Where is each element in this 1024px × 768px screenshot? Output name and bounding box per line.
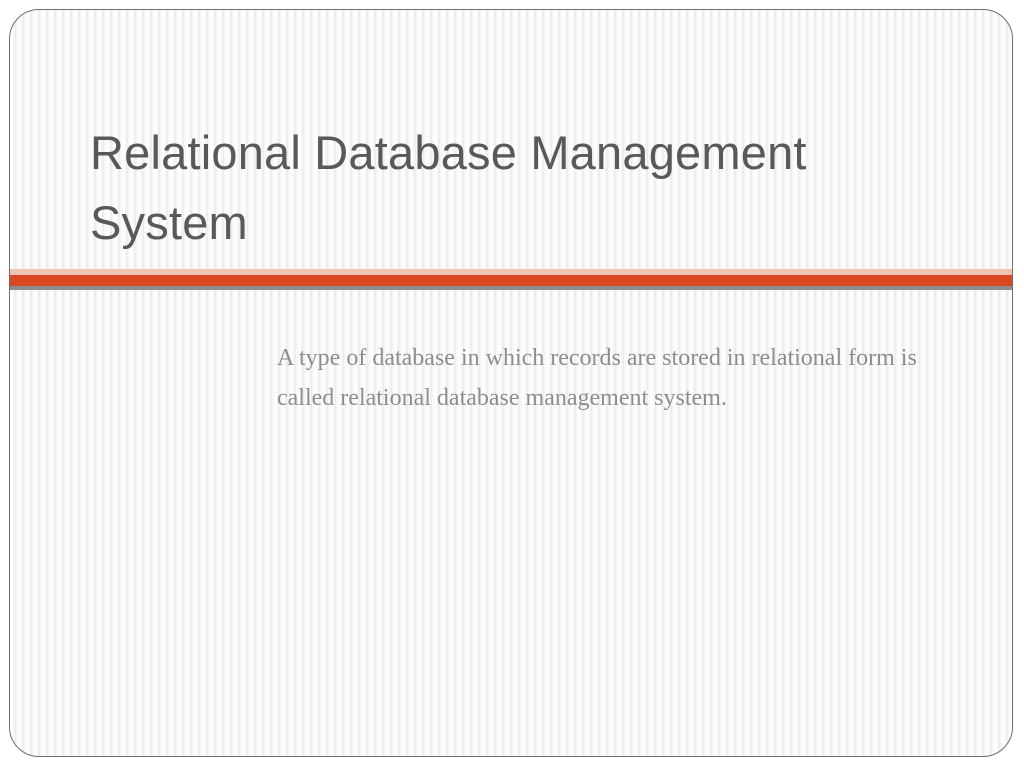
- content-placeholder: A type of database in which records are …: [277, 338, 917, 418]
- body-paragraph: A type of database in which records are …: [277, 345, 917, 411]
- divider-accent-band: [10, 275, 1012, 286]
- divider-shadow-band: [10, 286, 1012, 290]
- title-placeholder: Relational Database Management System: [90, 118, 940, 258]
- slide-frame: Relational Database Management System A …: [9, 9, 1013, 757]
- divider-light-band: [10, 269, 1012, 275]
- page-title: Relational Database Management System: [90, 126, 807, 249]
- title-divider: [10, 259, 1012, 290]
